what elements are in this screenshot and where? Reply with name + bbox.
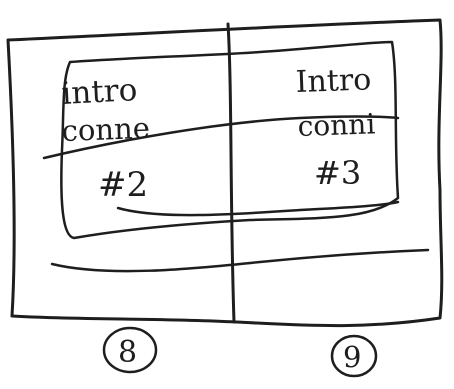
center-divider	[226, 22, 236, 324]
left-panel-line2: conne	[61, 111, 150, 148]
sweep-stroke-lower-2	[50, 248, 430, 273]
sweep-stroke-lower-1	[116, 200, 400, 217]
right-panel-line2: conni	[297, 107, 376, 143]
left-page-number: 8	[118, 335, 137, 370]
right-panel-line1: Intro	[295, 62, 372, 100]
right-page-number: 9	[343, 340, 361, 374]
left-page-number-circle	[102, 326, 158, 374]
strike-stroke-upper	[42, 115, 400, 160]
inner-screen-outline	[60, 40, 400, 240]
left-panel-line1: intro	[61, 72, 139, 112]
left-panel-line3: #2	[98, 165, 148, 205]
right-panel-line3: #3	[314, 154, 361, 192]
right-page-number-circle	[330, 334, 378, 378]
outer-frame	[6, 18, 444, 328]
